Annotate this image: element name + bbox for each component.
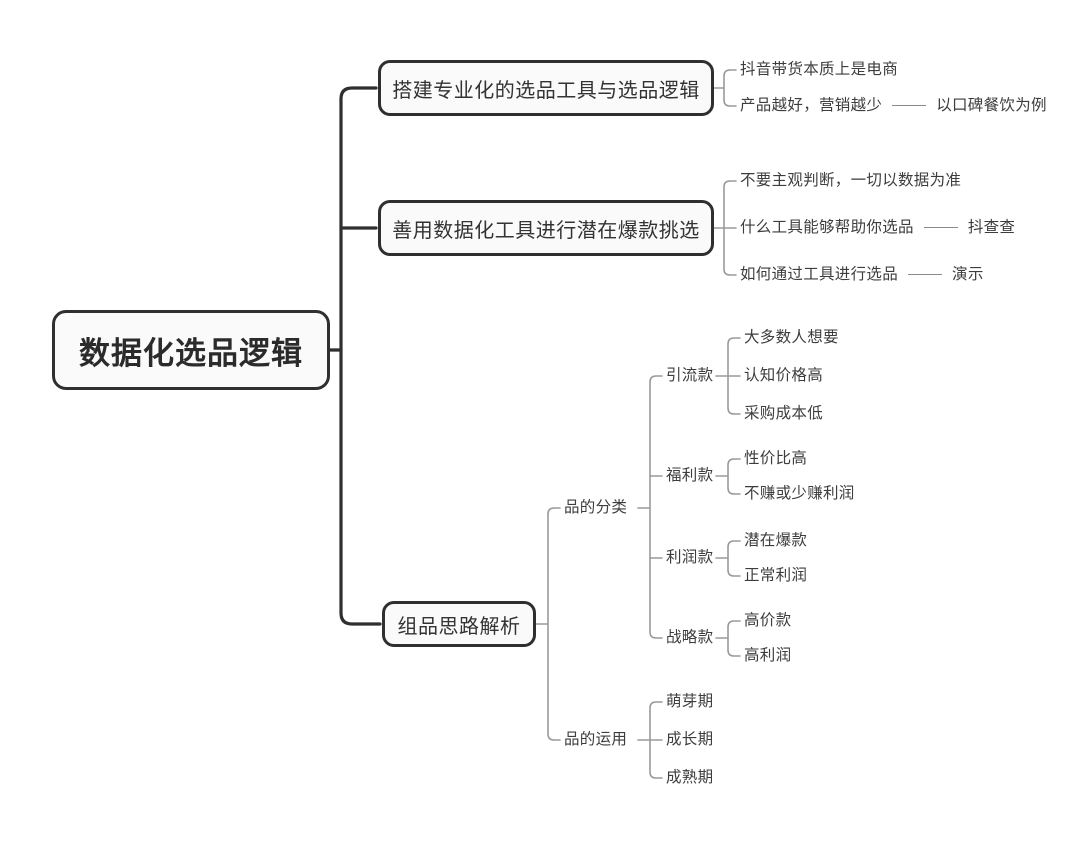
leaf-welfare-0[interactable]: 性价比高 [744, 451, 807, 467]
leaf-b2-0-label: 不要主观判断，一切以数据为准 [740, 172, 962, 189]
leaf-usage-0[interactable]: 萌芽期 [666, 694, 713, 710]
leaf-b2-2[interactable]: 如何通过工具进行选品 演示 [740, 267, 984, 283]
leaf-traffic-2[interactable]: 采购成本低 [744, 406, 823, 422]
leaf-traffic-2-text: 采购成本低 [744, 405, 824, 422]
group-label-categories[interactable]: 品的分类 [564, 500, 627, 516]
leaf-b2-0[interactable]: 不要主观判断，一切以数据为准 [740, 173, 961, 189]
leaf-usage-0-text: 萌芽期 [666, 693, 714, 710]
leaf-strategy-1[interactable]: 高利润 [744, 648, 791, 664]
wire-b1-fan [723, 69, 737, 107]
subgroup-label-strategy[interactable]: 战略款 [666, 630, 713, 646]
leaf-profit-1-text: 正常利润 [744, 567, 808, 584]
branch-node-1[interactable]: 搭建专业化的选品工具与选品逻辑 [378, 60, 714, 116]
subgroup-label-traffic-text: 引流款 [666, 367, 714, 384]
leaf-b2-1[interactable]: 什么工具能够帮助你选品 抖查查 [740, 220, 1015, 236]
branch-node-1-label: 搭建专业化的选品工具与选品逻辑 [392, 79, 700, 102]
leaf-traffic-1[interactable]: 认知价格高 [744, 368, 823, 384]
leaf-b2-2-dash [908, 274, 943, 276]
leaf-profit-0-text: 潜在爆款 [744, 532, 808, 549]
wire-yy-fan [649, 701, 663, 779]
leaf-strategy-0[interactable]: 高价款 [744, 613, 791, 629]
leaf-usage-2-text: 成熟期 [666, 769, 714, 786]
wire-b2-fan [723, 180, 737, 276]
wire-lr-fan [727, 540, 741, 577]
branch-node-3[interactable]: 组品思路解析 [382, 601, 536, 647]
wire-yl-fan [727, 337, 741, 415]
leaf-traffic-0[interactable]: 大多数人想要 [744, 330, 839, 346]
group-label-categories-text: 品的分类 [564, 499, 628, 516]
branch-node-2[interactable]: 善用数据化工具进行潜在爆款挑选 [378, 200, 714, 256]
wire-cat-fan [649, 375, 663, 639]
leaf-b1-1-note: 以口碑餐饮为例 [936, 97, 1047, 114]
wire-b3-fan [547, 507, 561, 741]
leaf-welfare-0-text: 性价比高 [744, 450, 808, 467]
leaf-profit-0[interactable]: 潜在爆款 [744, 533, 807, 549]
leaf-b2-1-label: 什么工具能够帮助你选品 [740, 219, 914, 236]
leaf-profit-1[interactable]: 正常利润 [744, 568, 807, 584]
subgroup-label-traffic[interactable]: 引流款 [666, 368, 713, 384]
subgroup-label-strategy-text: 战略款 [666, 629, 714, 646]
leaf-usage-1[interactable]: 成长期 [666, 732, 713, 748]
branch-node-2-label: 善用数据化工具进行潜在爆款挑选 [392, 219, 700, 242]
leaf-usage-1-text: 成长期 [666, 731, 714, 748]
leaf-strategy-1-text: 高利润 [744, 647, 792, 664]
leaf-welfare-1-text: 不赚或少赚利润 [744, 485, 855, 502]
subgroup-label-profit[interactable]: 利润款 [666, 550, 713, 566]
leaf-strategy-0-text: 高价款 [744, 612, 792, 629]
leaf-b1-0[interactable]: 抖音带货本质上是电商 [740, 62, 898, 78]
root-node-label: 数据化选品逻辑 [79, 335, 303, 371]
leaf-b2-1-dash [923, 227, 958, 229]
leaf-b1-1[interactable]: 产品越好，营销越少 以口碑餐饮为例 [740, 98, 1047, 114]
root-node[interactable]: 数据化选品逻辑 [52, 310, 330, 390]
wire-fl-fan [727, 458, 741, 495]
leaf-traffic-0-text: 大多数人想要 [744, 329, 839, 346]
subgroup-label-welfare-text: 福利款 [666, 467, 714, 484]
branch-node-3-label: 组品思路解析 [397, 615, 521, 638]
leaf-traffic-1-text: 认知价格高 [744, 367, 824, 384]
wire-zl-fan [727, 620, 741, 657]
leaf-b2-1-note: 抖查查 [967, 219, 1016, 236]
leaf-b1-0-label: 抖音带货本质上是电商 [740, 61, 899, 78]
leaf-b2-2-note: 演示 [952, 266, 984, 283]
leaf-usage-2[interactable]: 成熟期 [666, 770, 713, 786]
subgroup-label-welfare[interactable]: 福利款 [666, 468, 713, 484]
leaf-b2-2-label: 如何通过工具进行选品 [740, 266, 899, 283]
group-label-usage[interactable]: 品的运用 [564, 732, 627, 748]
leaf-b1-1-label: 产品越好，营销越少 [740, 97, 883, 114]
subgroup-label-profit-text: 利润款 [666, 549, 714, 566]
leaf-b1-1-dash [892, 105, 927, 107]
leaf-welfare-1[interactable]: 不赚或少赚利润 [744, 486, 855, 502]
group-label-usage-text: 品的运用 [564, 731, 628, 748]
wire-main-spine [339, 86, 382, 626]
